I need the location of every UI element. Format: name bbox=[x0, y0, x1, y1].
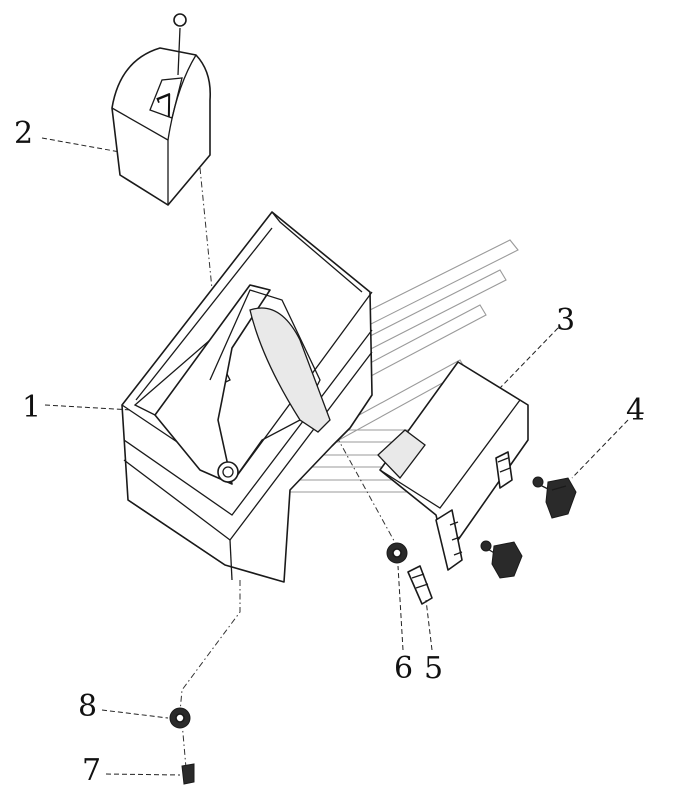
part-4-knob-upper bbox=[532, 476, 577, 519]
callout-3: 3 bbox=[556, 303, 575, 338]
part-5-screw bbox=[407, 565, 433, 605]
callout-5: 5 bbox=[424, 651, 443, 686]
part-4-knob-lower bbox=[480, 540, 523, 579]
part-6-washer bbox=[386, 542, 408, 564]
part-7-bolt bbox=[181, 763, 195, 785]
part-1-housing bbox=[121, 211, 373, 583]
part-8-nut bbox=[169, 707, 191, 729]
part-3-cover-plate bbox=[377, 361, 529, 571]
callout-8: 8 bbox=[78, 689, 97, 724]
callout-4: 4 bbox=[626, 393, 645, 428]
callout-7: 7 bbox=[82, 753, 101, 788]
callout-2: 2 bbox=[14, 116, 33, 151]
callout-labels: 1 2 3 4 5 6 7 8 bbox=[14, 116, 645, 788]
callout-6: 6 bbox=[394, 651, 413, 686]
callout-leaders bbox=[41, 137, 629, 776]
callout-1: 1 bbox=[22, 390, 41, 425]
part-2-cap: 7 bbox=[111, 13, 212, 206]
